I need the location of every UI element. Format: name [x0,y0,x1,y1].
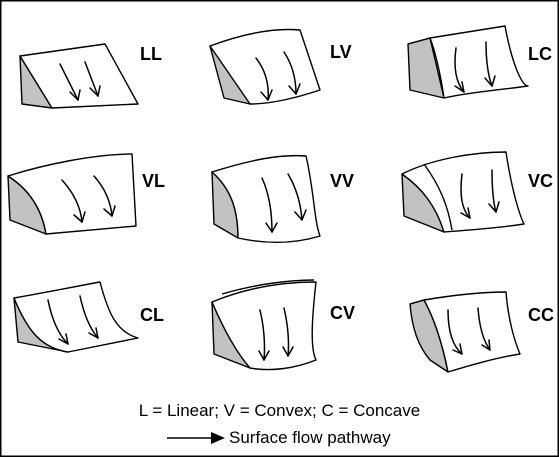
flow-arrow [261,177,278,233]
flow-arrow [84,61,101,97]
tile-cc [408,288,521,398]
tile-cc-block [409,291,521,373]
label-cv: CV [330,303,356,323]
flow-arrow [447,309,463,355]
tile-vl-block [7,153,137,235]
label-lc: LC [528,44,552,64]
tile-lv [208,26,321,136]
flow-arrow [460,173,471,219]
tile-vl [6,150,137,260]
label-cc: CC [528,305,554,325]
flow-arrow [93,175,116,217]
label-vl: VL [142,171,166,191]
flow-arrow [477,307,491,351]
flow-arrow [258,309,270,361]
tile-cl [12,278,139,388]
tile-cv-block [211,279,317,371]
flow-arrow [287,173,307,221]
label-lv: LV [330,42,352,62]
label-vv: VV [330,171,355,191]
tile-lc-block [407,25,529,99]
flow-arrow [484,41,496,87]
flow-arrow [59,63,81,101]
flow-arrow [255,57,273,101]
tile-ll [10,26,139,136]
flow-arrow [79,295,99,339]
tile-vc [400,146,525,256]
tile-cv [210,278,317,388]
flow-arrow [61,179,86,223]
flow-arrow [282,307,294,357]
label-vc: VC [528,171,554,191]
tile-vc-block [401,151,525,233]
tile-cl-block [13,281,139,353]
legend-key: L = Linear; V = Convex; C = Concave [138,401,421,420]
flow-arrow [47,299,69,345]
tile-vv-block [211,154,321,243]
flow-arrow-icon [167,432,225,444]
flow-arrow [488,169,500,213]
tile-lc [400,20,529,130]
tile-lv-block [209,28,321,105]
label-ll: LL [140,44,162,64]
flow-arrow [454,47,465,93]
label-cl: CL [140,305,164,325]
tile-vv [210,150,321,260]
tile-ll-block [19,43,139,109]
legend-arrow-label: Surface flow pathway [229,428,391,447]
flow-arrow [283,51,301,95]
